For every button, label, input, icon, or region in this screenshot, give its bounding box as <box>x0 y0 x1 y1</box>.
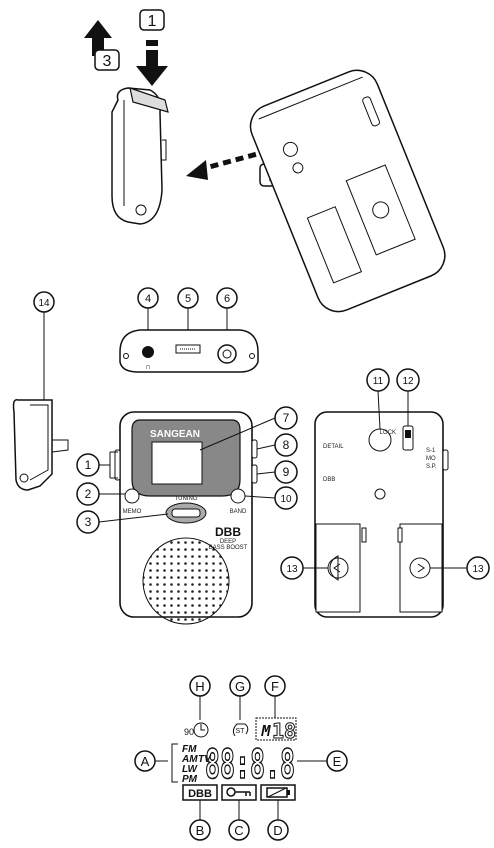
callout-d: D <box>273 823 282 838</box>
radio-back-view: LOCK DETAIL DBB S-1 MO S.P. <box>314 411 449 618</box>
dbb-sub-1: DEEP <box>220 539 236 545</box>
brand-logo: SANGEAN <box>150 429 200 440</box>
band-fm: FM <box>182 744 197 755</box>
frequency-digits: 88:8.8 <box>205 742 295 788</box>
tuning-label: TUNING <box>175 496 198 502</box>
side-clip-view: 14 <box>12 291 69 491</box>
memory-label: M <box>260 722 271 740</box>
step-1-label: 1 <box>148 13 157 30</box>
back-detail-1: DETAIL <box>323 444 344 450</box>
callout-4: 4 <box>145 293 151 305</box>
band-label: BAND <box>230 509 247 515</box>
callout-2: 2 <box>85 487 92 501</box>
up-arrow-icon <box>84 20 112 56</box>
mode-switch-2: MO <box>426 456 436 462</box>
callout-8: 8 <box>283 438 290 452</box>
mode-switch-3: S.P. <box>426 464 437 470</box>
clock-icon <box>193 722 209 738</box>
memo-label: MEMO <box>123 509 142 515</box>
callout-13-left: 13 <box>286 564 298 575</box>
back-detail-2: DBB <box>323 477 335 483</box>
timer-indicator: 90 <box>184 727 194 737</box>
callout-g: G <box>235 679 245 694</box>
memory-digits: 18 <box>272 719 296 743</box>
stereo-indicator: ST <box>236 728 246 735</box>
back-callouts: 11 12 13 13 <box>280 368 490 580</box>
callout-c: C <box>234 823 243 838</box>
callout-e: E <box>333 754 342 769</box>
callout-1: 1 <box>85 458 92 472</box>
key-lock-icon <box>226 787 251 797</box>
front-callouts: 1 2 3 7 8 9 10 <box>76 406 298 534</box>
step-3-label: 3 <box>103 53 112 70</box>
dbb-sub-2: BASS BOOST <box>209 545 248 551</box>
callout-b: B <box>196 823 205 838</box>
band-am: AM <box>181 754 198 765</box>
dbb-indicator: DBB <box>188 788 212 800</box>
callout-10: 10 <box>280 494 292 505</box>
callout-12: 12 <box>402 376 414 387</box>
lock-label: LOCK <box>380 430 396 436</box>
battery-low-icon <box>266 787 290 798</box>
callout-7: 7 <box>283 411 290 425</box>
callout-13-right: 13 <box>472 564 484 575</box>
stereo-icon <box>232 723 249 737</box>
down-arrow-icon <box>136 50 168 86</box>
radio-top-view: 4 5 6 ∩ <box>119 287 259 373</box>
callout-11: 11 <box>373 376 384 387</box>
callout-6: 6 <box>224 293 230 305</box>
callout-a: A <box>141 754 150 769</box>
callout-5: 5 <box>185 293 191 305</box>
headphone-icon: ∩ <box>145 362 151 371</box>
tv-indicator: TV <box>198 754 212 765</box>
band-lw: LW <box>182 764 199 775</box>
speaker-grille <box>142 537 230 625</box>
band-pm: PM <box>182 774 198 785</box>
callout-9: 9 <box>283 465 290 479</box>
callout-h: H <box>195 679 204 694</box>
mode-switch-1: S-1 <box>426 448 436 454</box>
lcd-display-diagram: H G F 90 ST M 18 FM AM LW PM TV 88:8.8 A <box>134 675 348 841</box>
callout-3: 3 <box>85 515 92 529</box>
belt-clip-attach-illustration: 1 3 2 <box>84 9 446 313</box>
dbb-logo: DBB <box>215 525 241 539</box>
callout-14: 14 <box>38 298 50 309</box>
callout-f: F <box>271 679 279 694</box>
radio-front-view: SANGEAN TUNING MEMO BAND DBB DEEP BASS B… <box>114 411 258 625</box>
